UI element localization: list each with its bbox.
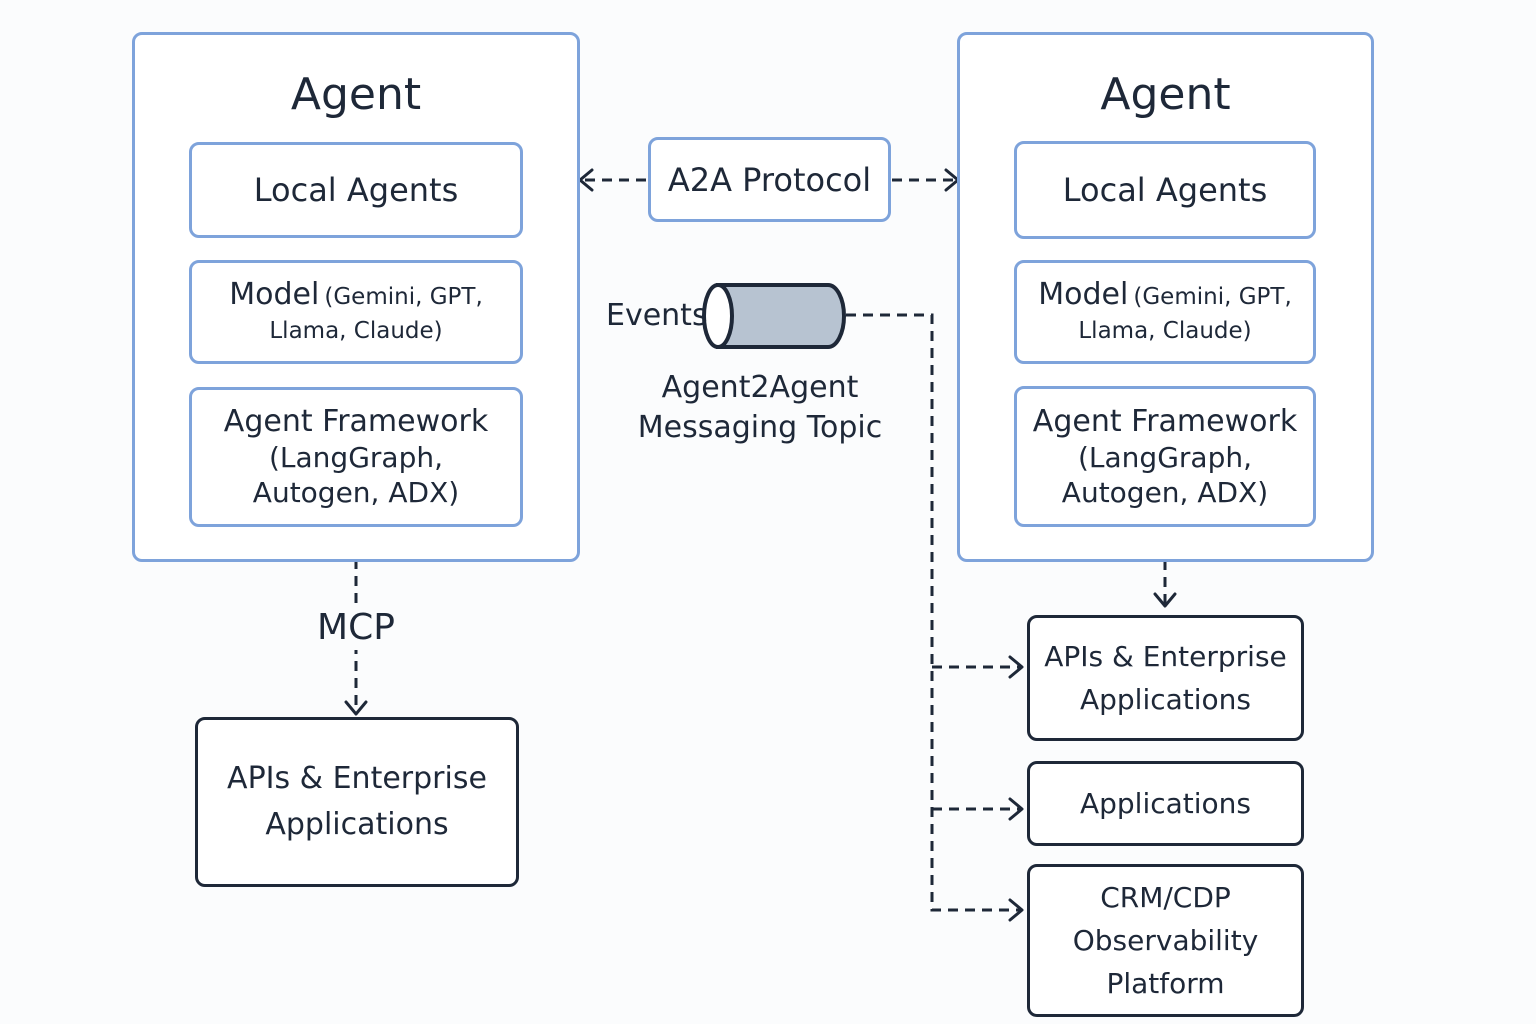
right-local-agents-label: Local Agents bbox=[1062, 171, 1268, 209]
messaging-topic-line1: Agent2Agent bbox=[661, 370, 859, 405]
applications-box: Applications bbox=[1027, 761, 1304, 846]
left-framework-title: Agent Framework bbox=[223, 404, 489, 439]
enterprise-arrowhead bbox=[1008, 655, 1024, 679]
crm-arrowhead bbox=[1008, 898, 1024, 922]
events-label: Events bbox=[606, 298, 708, 333]
right-model-detail: (Gemini, GPT, bbox=[1133, 283, 1292, 310]
left-model-detail-2: Llama, Claude) bbox=[269, 317, 443, 344]
right-enterprise-line2: Applications bbox=[1079, 683, 1252, 716]
events-bus-connector bbox=[846, 313, 1020, 912]
right-enterprise-box: APIs & Enterprise Applications bbox=[1027, 615, 1304, 741]
right-enterprise-line1: APIs & Enterprise bbox=[1044, 640, 1287, 673]
right-framework-box: Agent Framework (LangGraph, Autogen, ADX… bbox=[1014, 386, 1316, 527]
left-agent-title: Agent bbox=[290, 69, 422, 120]
left-framework-line2: (LangGraph, bbox=[269, 441, 443, 474]
right-model-detail-2: Llama, Claude) bbox=[1078, 317, 1252, 344]
left-local-agents-label: Local Agents bbox=[253, 171, 459, 209]
crm-observability-box: CRM/CDP Observability Platform bbox=[1027, 864, 1304, 1017]
messaging-topic-line2: Messaging Topic bbox=[637, 410, 883, 445]
messaging-topic-icon bbox=[702, 283, 846, 349]
crm-line2: Observability bbox=[1072, 924, 1259, 957]
a2a-protocol-label: A2A Protocol bbox=[667, 160, 872, 199]
left-model-box: Model (Gemini, GPT, Llama, Claude) bbox=[189, 260, 523, 364]
left-enterprise-box: APIs & Enterprise Applications bbox=[195, 717, 519, 887]
framework-down-arrowhead bbox=[1153, 592, 1177, 608]
left-framework-box: Agent Framework (LangGraph, Autogen, ADX… bbox=[189, 387, 523, 527]
left-enterprise-line2: Applications bbox=[265, 807, 449, 842]
right-local-agents-box: Local Agents bbox=[1014, 141, 1316, 239]
a2a-left-arrowhead bbox=[578, 168, 594, 192]
crm-line1: CRM/CDP bbox=[1100, 881, 1231, 914]
applications-label: Applications bbox=[1079, 787, 1252, 820]
crm-line3: Platform bbox=[1106, 967, 1225, 1000]
mcp-down-arrowhead bbox=[344, 700, 368, 716]
left-model-detail: (Gemini, GPT, bbox=[324, 283, 483, 310]
right-agent-title: Agent bbox=[1100, 69, 1231, 120]
applications-arrowhead bbox=[1008, 797, 1024, 821]
mcp-label: MCP bbox=[296, 606, 416, 650]
right-model-box: Model (Gemini, GPT, Llama, Claude) bbox=[1014, 260, 1316, 364]
messaging-topic-label: Agent2Agent Messaging Topic bbox=[610, 368, 910, 448]
right-model-label: Model bbox=[1038, 276, 1129, 312]
left-model-label: Model bbox=[229, 276, 320, 312]
right-framework-title: Agent Framework bbox=[1032, 403, 1298, 439]
right-framework-line3: Autogen, ADX) bbox=[1061, 475, 1269, 509]
left-enterprise-line1: APIs & Enterprise bbox=[227, 761, 487, 796]
a2a-protocol-box: A2A Protocol bbox=[648, 137, 891, 222]
left-framework-line3: Autogen, ADX) bbox=[252, 476, 460, 509]
left-local-agents-box: Local Agents bbox=[189, 142, 523, 238]
right-framework-line2: (LangGraph, bbox=[1078, 440, 1252, 474]
